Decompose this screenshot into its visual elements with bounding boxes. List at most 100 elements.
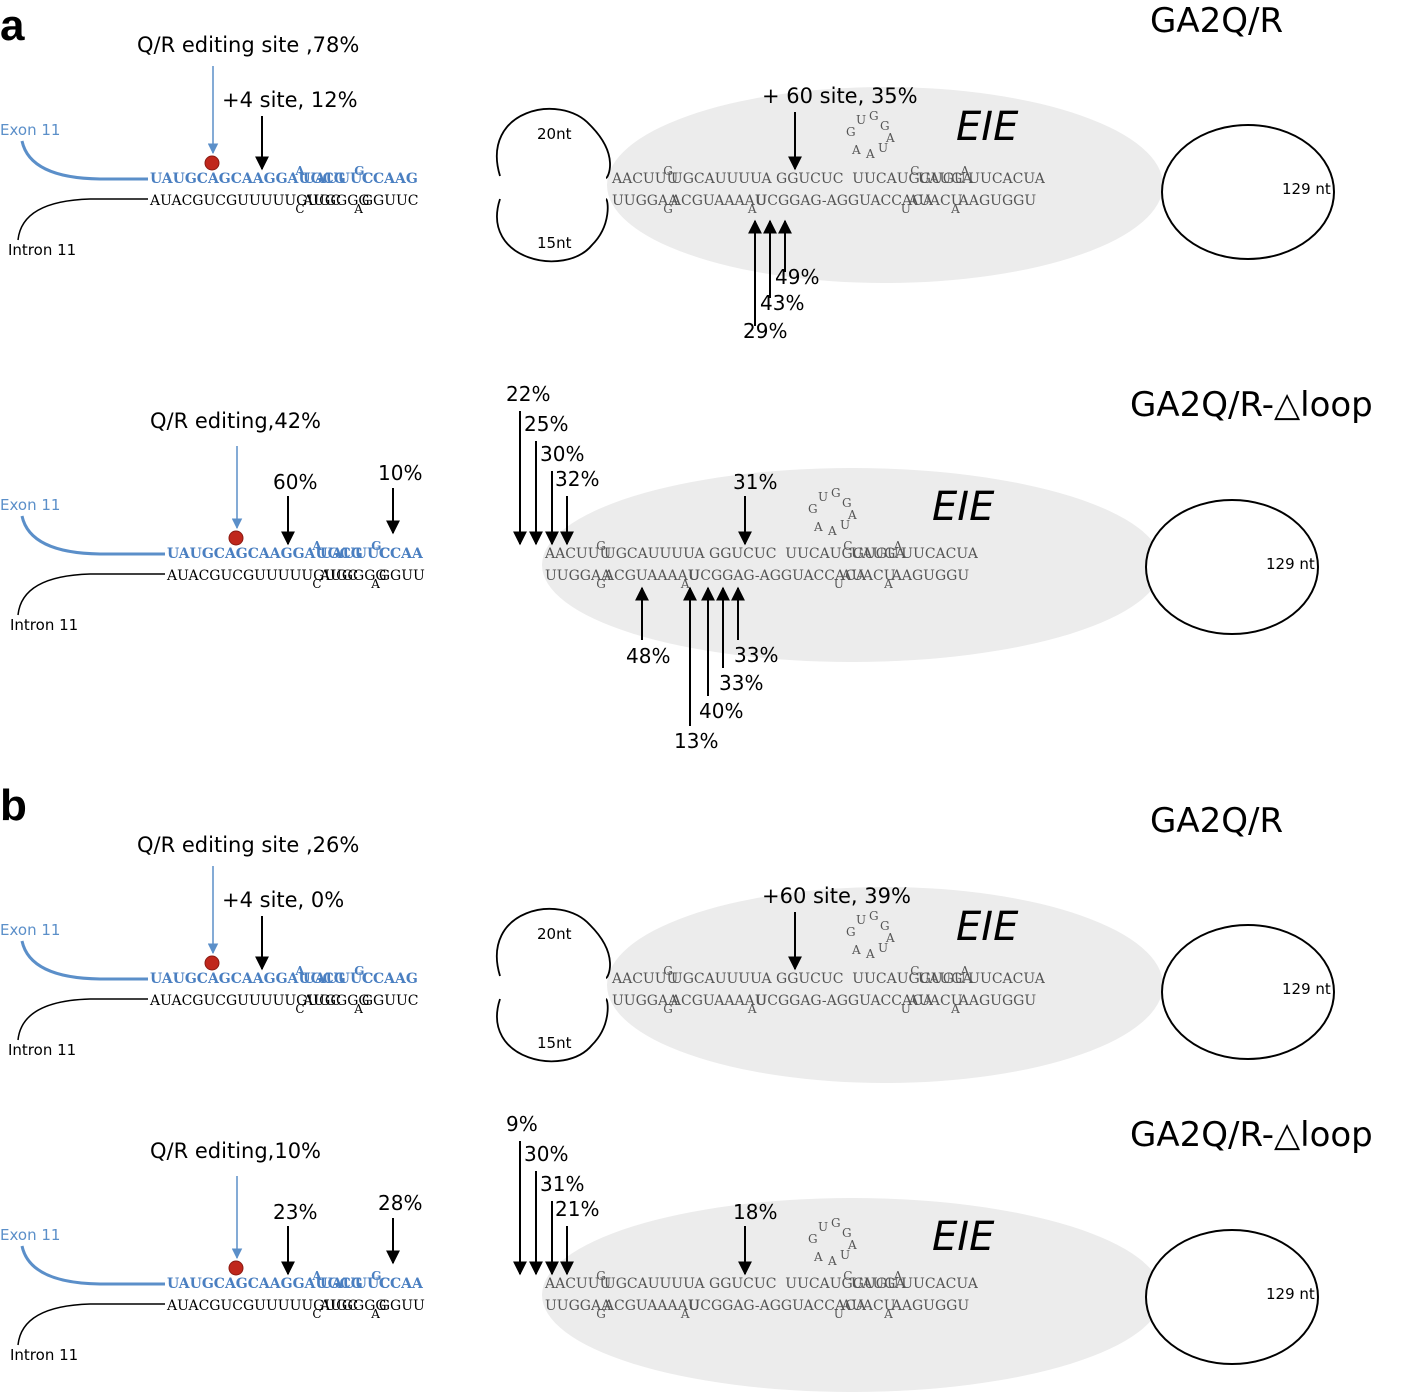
sequence-segment: C (843, 539, 852, 553)
sequence-segment: AAGUGGU (958, 993, 1037, 1009)
terminal-loop-label: 129 nt (1282, 980, 1331, 998)
intron-label: Intron 11 (8, 241, 76, 259)
sequence-segment: UCGGAG-AGGUACCACA (755, 993, 933, 1009)
qr-editing-site-dot (204, 155, 220, 171)
qr-editing-label: Q/R editing site ,78% (137, 33, 359, 57)
internal-loop-top (496, 108, 611, 179)
exon-strand-line (20, 1245, 165, 1286)
sequence-segment: G (596, 1307, 606, 1321)
sequence-segment: A (893, 1269, 903, 1283)
cluster-pct-label: 22% (506, 382, 550, 406)
loop-20nt-label: 20nt (537, 925, 572, 943)
hairpin-nucleotide: A (865, 947, 875, 961)
terminal-loop-label: 129 nt (1282, 180, 1331, 198)
sequence-segment: CCAA (379, 546, 424, 562)
cluster-pct-label: 25% (524, 412, 568, 436)
sequence-segment: AACUUU (544, 546, 612, 562)
qr-editing-site-dot (204, 955, 220, 971)
hairpin-nucleotide: G (880, 919, 890, 933)
editing-pct-label: 33% (734, 643, 778, 667)
sequence-segment: A (680, 1307, 690, 1321)
sequence-segment: G (371, 1269, 381, 1283)
hairpin-nucleotide: U (840, 1248, 850, 1262)
site-pct-label: 23% (273, 1200, 317, 1224)
sequence-segment: G (354, 964, 364, 978)
hairpin-nucleotide: G (831, 1216, 841, 1230)
sequence-segment: UUCACUA (901, 1276, 979, 1292)
sequence-segment: AUGGGG (319, 568, 387, 584)
hairpin-nucleotide: U (856, 113, 866, 127)
sequence-segment: UAUUUC (303, 171, 373, 187)
sequence-segment: UAUUUC (320, 1276, 390, 1292)
eie-label: EIE (956, 104, 1019, 150)
sequence-segment: A (353, 202, 363, 216)
panel-letter-b: b (0, 781, 27, 830)
sequence-segment: G (663, 1002, 673, 1016)
internal-loop-bottom (496, 198, 609, 263)
sequence-segment: UUGGAA (612, 193, 679, 209)
intron-strand-line (17, 573, 165, 616)
sequence-segment: AUACGUCGUUUUUGUGC (149, 993, 341, 1009)
sequence-segment: G (663, 164, 673, 178)
site-pct-label: 60% (273, 470, 317, 494)
sequence-segment: C (312, 577, 321, 591)
sequence-segment: AUGGGG (302, 993, 370, 1009)
sequence-segment: AUACU (907, 193, 962, 209)
eie-site-pct-label: 18% (733, 1200, 777, 1224)
qr-editing-site-dot (228, 1260, 244, 1276)
sequence-segment: AACUUU (611, 171, 679, 187)
hairpin-nucleotide: A (827, 524, 837, 538)
sequence-segment: A (311, 539, 322, 553)
hairpin-nucleotide: A (865, 147, 875, 161)
sequence-segment: U (901, 1002, 911, 1016)
hairpin-nucleotide: G (808, 502, 818, 516)
construct-title: GA2Q/R-△loop (1130, 1115, 1373, 1155)
hairpin-nucleotide: G (808, 1232, 818, 1246)
exon-strand-line (20, 940, 148, 981)
sequence-segment: UCGGAG-AGGUACCACA (688, 568, 866, 584)
sequence-segment: C (910, 964, 919, 978)
sequence-segment: UUGGAA (612, 993, 679, 1009)
plus4-site-label: +4 site, 0% (222, 888, 344, 912)
sequence-segment: UAUGA (918, 171, 973, 187)
construct-title: GA2Q/R (1150, 801, 1283, 841)
sequence-segment: A (311, 1269, 322, 1283)
hairpin-nucleotide: U (878, 941, 888, 955)
intron-strand-line (17, 198, 148, 241)
sequence-segment: ACGUAAAAU (603, 568, 700, 584)
sequence-segment: UAUGA (918, 971, 973, 987)
hairpin-nucleotide: U (840, 518, 850, 532)
hairpin-nucleotide: G (842, 1226, 852, 1240)
sequence-segment: UAUGCAGCAAGGAUGCG (167, 1276, 363, 1292)
sequence-segment: AACUUU (611, 971, 679, 987)
terminal-loop-129nt (1161, 924, 1335, 1060)
eie-region (542, 468, 1162, 662)
sequence-segment: AUACU (907, 993, 962, 1009)
hairpin-nucleotide: A (851, 943, 861, 957)
construct-title: GA2Q/R (1150, 1, 1283, 41)
hairpin-nucleotide: G (831, 486, 841, 500)
exon-label: Exon 11 (0, 496, 60, 514)
hairpin-nucleotide: A (813, 1250, 823, 1264)
sequence-segment: CCAA (379, 1276, 424, 1292)
sequence-segment: U (834, 1307, 844, 1321)
loop-15nt-label: 15nt (537, 1034, 572, 1052)
hairpin-nucleotide: A (827, 1254, 837, 1268)
sequence-segment: UCGGAG-AGGUACCACA (688, 1298, 866, 1314)
eie-label: EIE (932, 484, 995, 530)
sequence-segment: C (295, 202, 304, 216)
sequence-segment: G (663, 964, 673, 978)
sequence-segment: C (910, 164, 919, 178)
